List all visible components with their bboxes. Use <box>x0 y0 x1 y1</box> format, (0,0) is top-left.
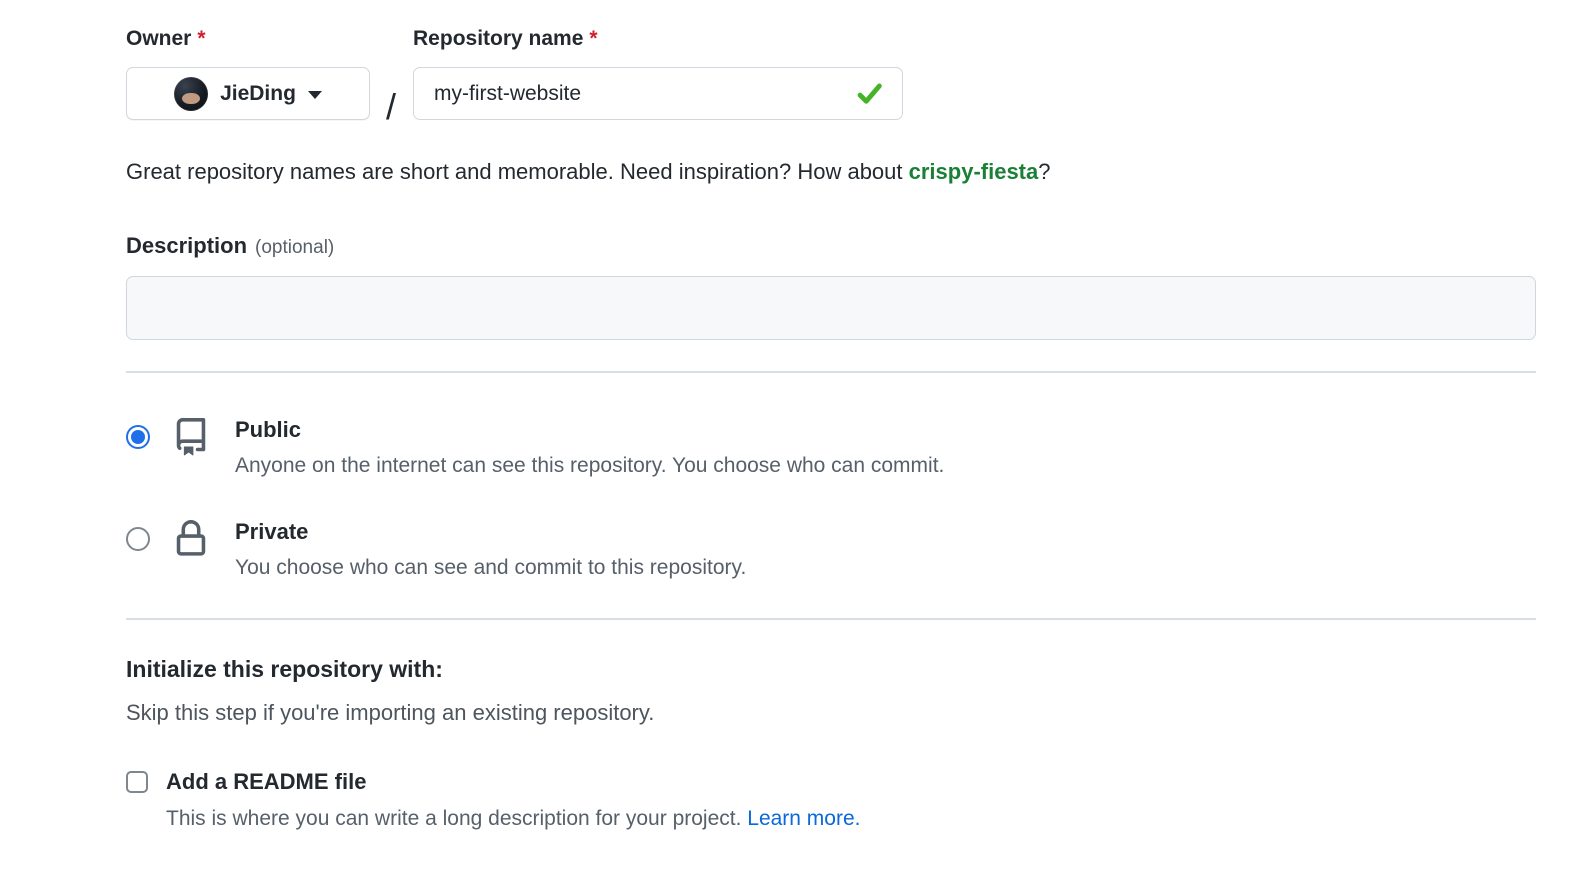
public-option-text: Public Anyone on the internet can see th… <box>235 416 944 479</box>
helper-text-before: Great repository names are short and mem… <box>126 159 909 184</box>
new-repository-form: Owner* JieDing / Repository name* Great … <box>126 26 1536 831</box>
check-icon <box>857 83 882 104</box>
repo-name-label-text: Repository name <box>413 27 584 50</box>
readme-row[interactable]: Add a README file <box>126 768 1536 796</box>
repo-name-field: Repository name* <box>413 26 904 120</box>
repo-name-helper-text: Great repository names are short and mem… <box>126 158 1536 186</box>
visibility-option-private[interactable]: Private You choose who can see and commi… <box>126 518 1536 581</box>
owner-repo-row: Owner* JieDing / Repository name* <box>126 26 1536 125</box>
public-option-label: Public <box>235 417 302 442</box>
learn-more-link[interactable]: Learn more. <box>747 807 861 830</box>
chevron-down-icon <box>307 91 322 99</box>
visibility-option-public[interactable]: Public Anyone on the internet can see th… <box>126 416 1536 479</box>
owner-label-text: Owner <box>126 27 192 50</box>
helper-text-after: ? <box>1038 159 1051 184</box>
repo-name-input[interactable] <box>413 67 904 120</box>
readme-label: Add a README file <box>166 769 367 794</box>
private-option-label: Private <box>235 519 309 544</box>
readme-description: This is where you can write a long descr… <box>166 807 1536 831</box>
repo-required-asterisk: * <box>589 27 598 50</box>
description-block: Description (optional) <box>126 233 1536 340</box>
owner-repo-separator: / <box>386 86 397 127</box>
owner-field: Owner* JieDing <box>126 26 370 120</box>
repo-book-icon <box>176 418 206 456</box>
private-option-text: Private You choose who can see and commi… <box>235 518 746 581</box>
owner-name: JieDing <box>220 81 296 105</box>
owner-label: Owner* <box>126 26 370 52</box>
initialize-subtext: Skip this step if you're importing an ex… <box>126 700 655 725</box>
initialize-heading: Initialize this repository with: <box>126 656 443 682</box>
owner-avatar <box>174 76 209 111</box>
public-option-description: Anyone on the internet can see this repo… <box>235 454 945 477</box>
description-optional-note: (optional) <box>255 237 335 258</box>
radio-public[interactable] <box>126 425 150 449</box>
radio-private[interactable] <box>126 527 150 551</box>
owner-required-asterisk: * <box>197 27 206 50</box>
description-label-text: Description <box>126 233 248 258</box>
repo-name-label: Repository name* <box>413 26 903 52</box>
divider-bottom <box>126 618 1536 620</box>
repo-name-input-wrap <box>413 67 904 120</box>
suggestion-link[interactable]: crispy-fiesta <box>908 159 1039 184</box>
lock-icon <box>176 520 206 556</box>
owner-dropdown-button[interactable]: JieDing <box>126 67 370 120</box>
readme-checkbox[interactable] <box>126 771 148 793</box>
private-option-description: You choose who can see and commit to thi… <box>235 556 747 579</box>
divider-top <box>126 371 1536 373</box>
description-label: Description (optional) <box>126 233 1536 259</box>
readme-description-text: This is where you can write a long descr… <box>166 807 748 830</box>
description-input[interactable] <box>126 276 1536 340</box>
readme-option: Add a README file This is where you can … <box>126 768 1536 831</box>
